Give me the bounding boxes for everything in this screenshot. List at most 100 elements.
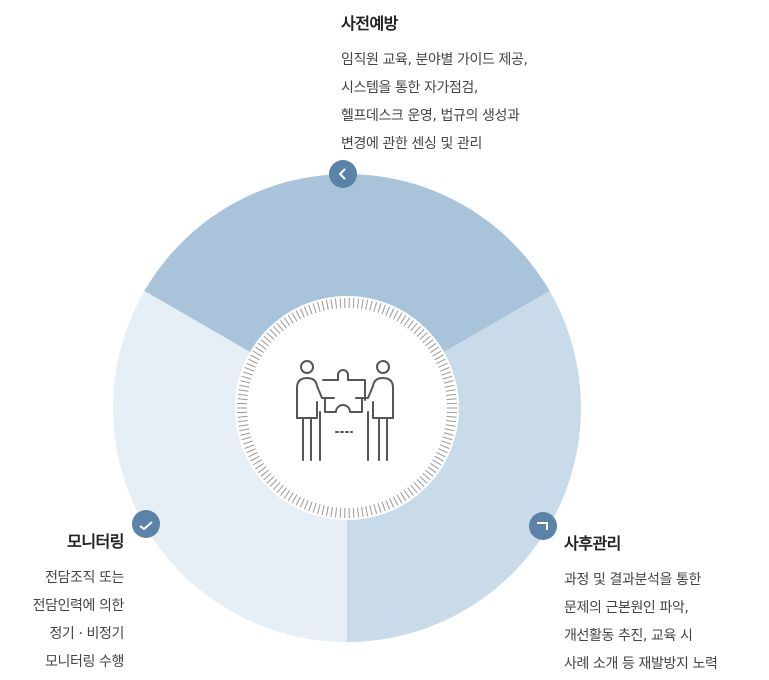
- tick-mark: [425, 339, 434, 347]
- tick-mark: [321, 300, 325, 311]
- section-title: 모니터링: [67, 532, 124, 551]
- tick-mark: [403, 317, 411, 327]
- tick-mark: [434, 354, 444, 361]
- tick-mark: [238, 424, 249, 427]
- tick-mark: [273, 481, 281, 491]
- tick-mark: [446, 415, 457, 418]
- section-line: 과정 및 결과분석을 통한: [564, 572, 701, 588]
- tick-mark: [237, 398, 248, 401]
- section-line: 전담조직 또는: [45, 570, 124, 586]
- tick-ring: [237, 297, 457, 519]
- tick-mark: [263, 335, 272, 344]
- tick-mark: [422, 472, 431, 481]
- chevron-left-icon: [338, 168, 346, 180]
- tick-mark: [287, 492, 294, 502]
- tick-mark: [441, 371, 452, 376]
- section-lines: 임직원 교육, 분야별 가이드 제공, 시스템을 통한 자가점검, 헬프데스크 …: [341, 46, 528, 158]
- tick-mark: [238, 389, 249, 392]
- tick-mark: [377, 303, 382, 314]
- tick-mark: [413, 481, 421, 491]
- tick-mark: [269, 329, 278, 337]
- tick-mark: [273, 325, 281, 335]
- tick-mark: [239, 428, 250, 432]
- tick-mark: [339, 298, 342, 309]
- tick-mark: [240, 380, 251, 384]
- tick-mark: [299, 308, 305, 318]
- tick-mark: [252, 350, 262, 357]
- marker-right: [529, 512, 557, 540]
- tick-mark: [365, 506, 369, 517]
- tick-mark: [280, 487, 287, 496]
- segment-prevention: [144, 174, 550, 408]
- tick-mark: [250, 354, 260, 361]
- tick-mark: [330, 299, 333, 310]
- tick-mark: [361, 299, 364, 310]
- tick-mark: [381, 501, 386, 512]
- tick-mark: [373, 504, 378, 515]
- tick-mark: [312, 502, 317, 513]
- tick-mark: [266, 476, 275, 484]
- tick-mark: [303, 500, 309, 510]
- tick-mark: [430, 346, 439, 354]
- tick-mark: [237, 420, 248, 423]
- tick-mark: [389, 498, 395, 508]
- section-line: 전담인력에 의한: [32, 598, 125, 614]
- tick-mark: [280, 320, 287, 329]
- tick-mark: [263, 472, 272, 481]
- tick-mark: [260, 339, 269, 347]
- tick-mark: [255, 346, 264, 354]
- tick-mark: [266, 332, 275, 340]
- tick-mark: [381, 304, 386, 315]
- section-line: 개선활동 추진, 교육 시: [564, 628, 693, 644]
- section-line: 시스템을 통한 자가점검,: [341, 80, 478, 96]
- tick-mark: [425, 469, 434, 477]
- tick-mark: [436, 452, 446, 458]
- tick-mark: [276, 322, 284, 332]
- tick-mark: [427, 342, 437, 350]
- tick-mark: [434, 455, 444, 462]
- tick-mark: [445, 424, 456, 427]
- tick-mark: [335, 298, 337, 309]
- section-line: 임직원 교육, 분야별 가이드 제공,: [341, 52, 528, 68]
- section-line: 헬프데스크 운영, 법규의 생성과: [341, 108, 520, 124]
- tick-mark: [439, 367, 450, 372]
- tick-mark: [312, 303, 317, 314]
- tick-mark: [446, 393, 457, 396]
- tick-mark: [260, 469, 269, 477]
- section-line: 모니터링 수행: [45, 654, 124, 670]
- tick-mark: [257, 342, 267, 350]
- tick-mark: [283, 489, 291, 499]
- tick-mark: [377, 502, 382, 513]
- tick-mark: [252, 459, 262, 466]
- tick-mark: [416, 479, 425, 487]
- tick-mark: [446, 398, 457, 401]
- tick-mark: [369, 300, 373, 311]
- team-puzzle-icon: [296, 360, 394, 461]
- tick-mark: [283, 317, 291, 327]
- tick-mark: [339, 507, 342, 518]
- tick-mark: [422, 335, 431, 344]
- tick-mark: [357, 298, 359, 309]
- tick-mark: [403, 489, 411, 499]
- tick-mark: [244, 367, 255, 372]
- tick-mark: [396, 494, 403, 504]
- tick-mark: [385, 306, 391, 316]
- tick-mark: [291, 494, 298, 504]
- section-line: 문제의 근본원인 파악,: [564, 600, 689, 616]
- tick-mark: [237, 393, 248, 396]
- tick-mark: [441, 440, 452, 445]
- marker-left: [132, 510, 160, 538]
- tick-mark: [237, 415, 248, 418]
- tick-mark: [244, 444, 255, 449]
- tick-mark: [419, 332, 428, 340]
- tick-mark: [242, 440, 253, 445]
- tick-mark: [442, 375, 453, 380]
- tick-mark: [443, 380, 454, 384]
- tick-mark: [410, 484, 418, 494]
- section-lines: 전담조직 또는 전담인력에 의한 정기 · 비정기 모니터링 수행: [0, 564, 125, 676]
- tick-mark: [385, 500, 391, 510]
- tick-mark: [248, 452, 258, 458]
- tick-mark: [357, 507, 359, 518]
- tick-mark: [432, 350, 442, 357]
